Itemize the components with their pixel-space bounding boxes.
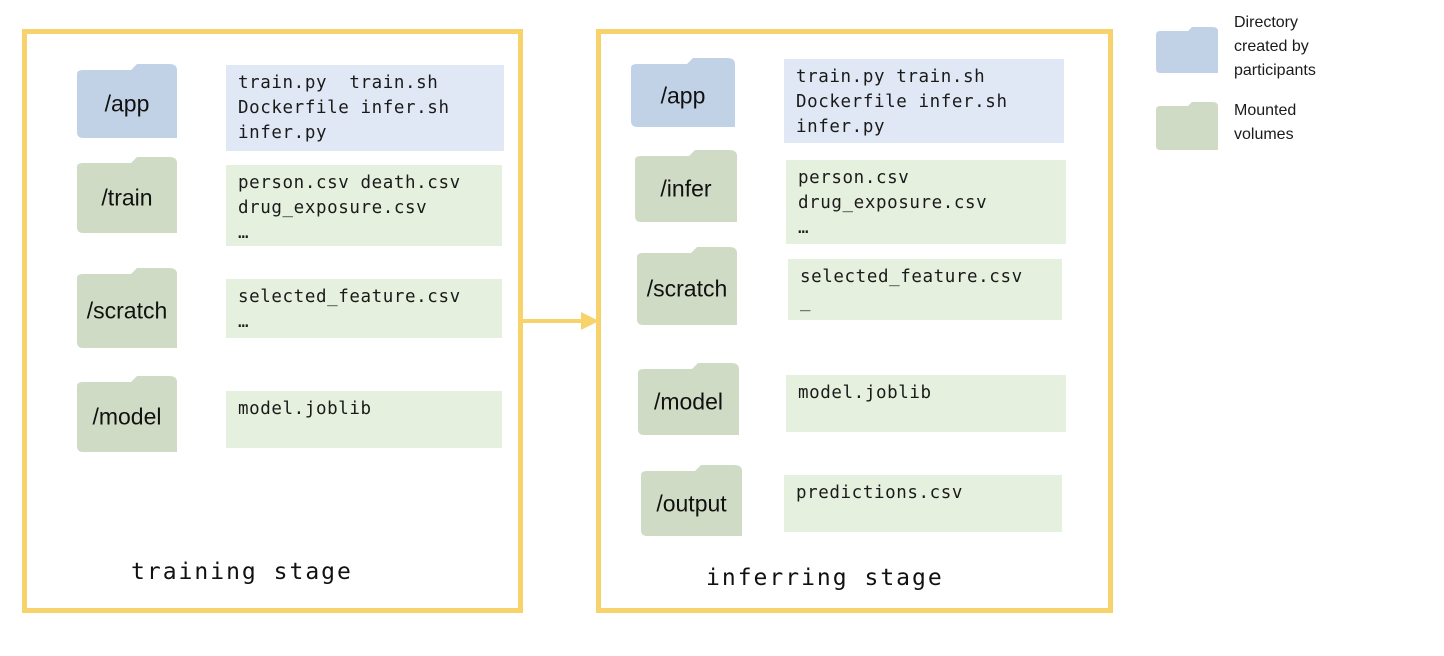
training-stage-label: training stage	[131, 559, 353, 585]
legend-line: Directory	[1234, 14, 1299, 31]
legend-swatch-mounted	[1156, 102, 1218, 150]
folder-infer-inferring: /infer	[635, 150, 737, 222]
file-list-infer-inferring: person.csv drug_exposure.csv …	[786, 160, 1066, 244]
folder-label: /app	[104, 90, 150, 117]
file-list-train-training: person.csv death.csv drug_exposure.csv …	[226, 165, 502, 246]
file-line: _	[800, 292, 812, 312]
file-line: Dockerfile infer.sh	[796, 92, 1008, 112]
legend-folder-icon	[1156, 27, 1218, 73]
folder-label: /app	[660, 82, 706, 109]
file-list-app-inferring: train.py train.sh Dockerfile infer.sh in…	[784, 59, 1064, 143]
folder-scratch-training: /scratch	[77, 268, 177, 348]
folder-icon	[638, 363, 739, 435]
legend-folder-icon	[1156, 102, 1218, 150]
file-list-scratch-training: selected_feature.csv …	[226, 279, 502, 338]
file-line: infer.py	[238, 123, 328, 143]
file-line: selected_feature.csv	[800, 267, 1023, 287]
folder-icon	[641, 465, 742, 536]
folder-model-training: /model	[77, 376, 177, 452]
file-line: drug_exposure.csv	[238, 198, 428, 218]
inferring-stage-label: inferring stage	[706, 565, 944, 591]
legend-line: volumes	[1234, 126, 1294, 143]
file-line: drug_exposure.csv	[798, 193, 988, 213]
file-line: …	[798, 218, 810, 238]
file-line: person.csv death.csv	[238, 173, 461, 193]
file-line: …	[238, 223, 250, 243]
file-line: Dockerfile infer.sh	[238, 98, 450, 118]
legend-line: participants	[1234, 62, 1316, 79]
arrow-head	[581, 312, 599, 330]
file-line: train.py train.sh	[796, 67, 986, 87]
file-line: infer.py	[796, 117, 886, 137]
file-list-model-inferring: model.joblib	[786, 375, 1066, 432]
folder-icon	[635, 150, 737, 222]
legend-label-mounted: Mounted volumes	[1234, 99, 1296, 147]
stage-arrow	[519, 312, 599, 330]
folder-app-training: /app	[77, 64, 177, 138]
folder-model-inferring: /model	[638, 363, 739, 435]
file-list-model-training: model.joblib	[226, 391, 502, 448]
file-line: person.csv	[798, 168, 910, 188]
legend-line: Mounted	[1234, 102, 1297, 119]
file-line: selected_feature.csv	[238, 287, 461, 307]
file-line: model.joblib	[238, 399, 372, 419]
folder-output-inferring: /output	[641, 465, 742, 536]
folder-train-training: /train	[77, 157, 177, 233]
folder-app-inferring: /app	[631, 58, 735, 127]
folder-label: /model	[92, 403, 162, 430]
folder-label: /infer	[660, 175, 712, 202]
folder-label: /scratch	[646, 275, 728, 302]
folder-icon	[637, 247, 737, 325]
file-line: model.joblib	[798, 383, 932, 403]
folder-label: /output	[656, 490, 727, 517]
folder-label: /train	[101, 184, 153, 211]
file-line: …	[238, 312, 250, 332]
file-line: predictions.csv	[796, 483, 964, 503]
file-list-app-training: train.py train.sh Dockerfile infer.sh in…	[226, 65, 504, 151]
file-list-scratch-inferring: selected_feature.csv _	[788, 259, 1062, 320]
legend-label-participant: Directory created by participants	[1234, 11, 1316, 83]
folder-label: /scratch	[86, 297, 168, 324]
file-list-output-inferring: predictions.csv	[784, 475, 1062, 532]
folder-icon	[77, 64, 177, 138]
folder-icon	[77, 157, 177, 233]
folder-icon	[77, 268, 177, 348]
folder-label: /model	[653, 388, 724, 415]
folder-scratch-inferring: /scratch	[637, 247, 737, 325]
folder-icon	[631, 58, 735, 127]
legend-swatch-participant	[1156, 27, 1218, 73]
file-line: train.py train.sh	[238, 73, 439, 93]
folder-icon	[77, 376, 177, 452]
legend-line: created by	[1234, 38, 1309, 55]
